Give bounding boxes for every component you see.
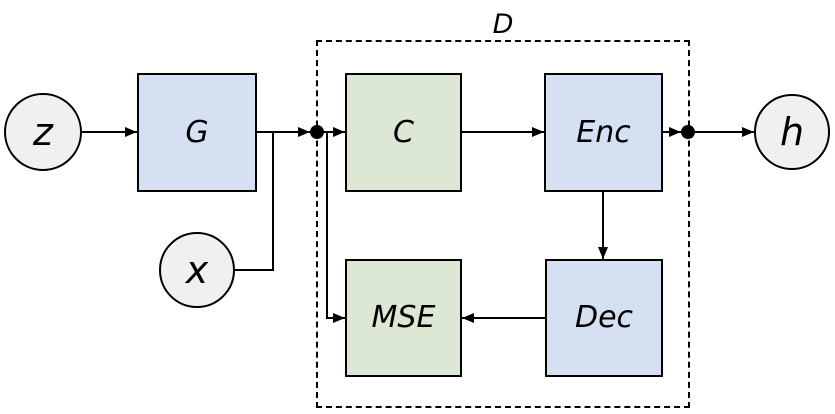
node-classifier-label: C — [393, 114, 414, 150]
node-classifier: C — [345, 73, 462, 192]
node-encoder: Enc — [544, 73, 663, 192]
discriminator-group-label: D — [492, 9, 514, 40]
discriminator-group-boundary — [316, 40, 690, 408]
node-z-input: z — [4, 93, 82, 171]
node-decoder-label: Dec — [574, 300, 634, 335]
node-h-label: h — [779, 110, 805, 154]
node-generator-label: G — [185, 114, 209, 150]
node-z-label: z — [33, 110, 53, 154]
node-h-output: h — [754, 94, 830, 170]
node-mse-label: MSE — [371, 300, 436, 335]
node-x-label: x — [185, 248, 209, 292]
node-encoder-label: Enc — [576, 114, 631, 150]
node-mse: MSE — [345, 259, 462, 377]
node-decoder: Dec — [545, 259, 663, 377]
node-generator: G — [137, 73, 257, 192]
node-x-input: x — [159, 232, 235, 308]
